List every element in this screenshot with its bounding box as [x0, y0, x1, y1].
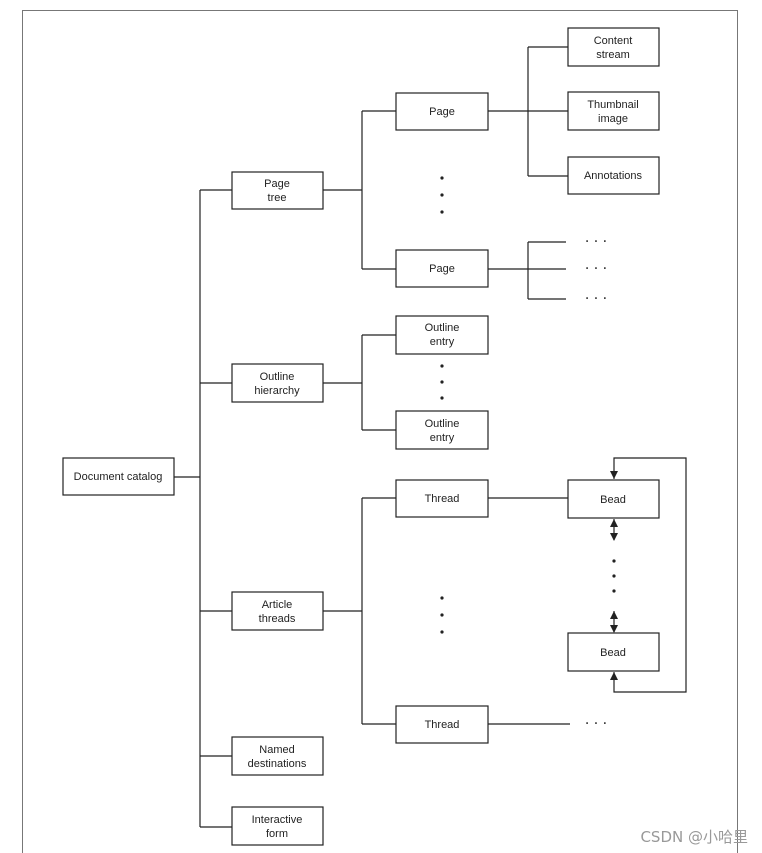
node-document-catalog: Document catalog	[62, 457, 175, 496]
svg-text:entry: entry	[430, 336, 455, 348]
svg-text:form: form	[266, 828, 288, 840]
node-outline-hierarchy: Outline hierarchy	[231, 363, 324, 403]
svg-text:Interactive: Interactive	[252, 814, 303, 826]
node-bead-2: Bead	[567, 632, 660, 672]
vertical-ellipsis-pages	[440, 176, 444, 214]
vertical-ellipsis-beads	[612, 559, 616, 593]
node-annotations: Annotations	[567, 156, 660, 195]
svg-text:Bead: Bead	[600, 494, 626, 506]
ellipsis-page-branch-2: · · ·	[585, 261, 607, 277]
svg-text:tree: tree	[268, 192, 287, 204]
svg-text:Page: Page	[429, 106, 455, 118]
svg-text:hierarchy: hierarchy	[254, 385, 300, 397]
node-content-stream: Content stream	[567, 27, 660, 67]
node-outline-entry-2: Outline entry	[395, 410, 489, 450]
csdn-watermark: CSDN @小哈里	[640, 828, 748, 846]
node-named-destinations: Named destinations	[231, 736, 324, 776]
node-thumbnail-image: Thumbnail image	[567, 91, 660, 131]
ellipsis-page-branch-3: · · ·	[585, 291, 607, 307]
svg-text:Annotations: Annotations	[584, 170, 643, 182]
node-thread-1: Thread	[395, 479, 489, 518]
svg-text:Outline: Outline	[425, 322, 460, 334]
svg-text:Thread: Thread	[425, 719, 460, 731]
svg-text:Outline: Outline	[260, 371, 295, 383]
node-page-tree: Page tree	[231, 171, 324, 210]
svg-text:threads: threads	[259, 613, 296, 625]
svg-text:Thumbnail: Thumbnail	[587, 99, 638, 111]
svg-text:Thread: Thread	[425, 493, 460, 505]
node-page-1: Page	[395, 92, 489, 131]
node-page-2: Page	[395, 249, 489, 288]
svg-text:Outline: Outline	[425, 418, 460, 430]
svg-text:stream: stream	[596, 49, 630, 61]
svg-text:Content: Content	[594, 35, 633, 47]
svg-text:image: image	[598, 113, 628, 125]
svg-text:Page: Page	[264, 178, 290, 190]
svg-text:Page: Page	[429, 263, 455, 275]
ellipsis-thread-branch: · · ·	[585, 716, 607, 732]
svg-text:entry: entry	[430, 432, 455, 444]
svg-text:Bead: Bead	[600, 647, 626, 659]
connectors	[174, 46, 687, 828]
node-thread-2: Thread	[395, 705, 489, 744]
svg-text:Article: Article	[262, 599, 293, 611]
vertical-ellipsis-threads	[440, 596, 444, 634]
node-interactive-form: Interactive form	[231, 806, 324, 846]
svg-text:Named: Named	[259, 744, 294, 756]
node-bead-1: Bead	[567, 479, 660, 519]
svg-text:destinations: destinations	[248, 758, 307, 770]
node-article-threads: Article threads	[231, 591, 324, 631]
ellipsis-page-branch-1: · · ·	[585, 234, 607, 250]
svg-text:Document catalog: Document catalog	[74, 471, 163, 483]
node-outline-entry-1: Outline entry	[395, 315, 489, 355]
vertical-ellipsis-outline	[440, 364, 444, 400]
diagram-frame	[22, 10, 738, 853]
